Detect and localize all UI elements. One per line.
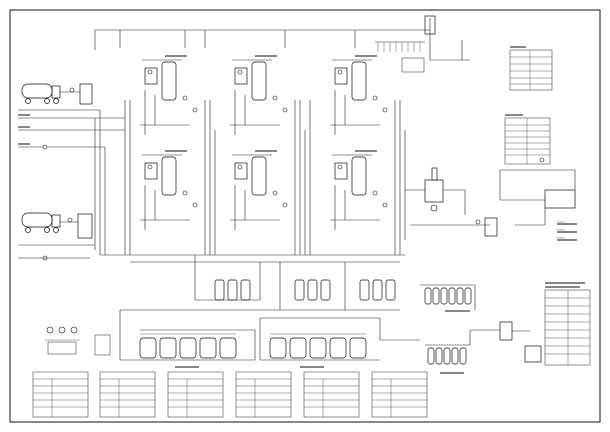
- reactor-unit-1: [140, 59, 198, 135]
- legend-table-1: [509, 49, 553, 91]
- heat-exchanger: [499, 157, 576, 226]
- status-readout: [557, 221, 565, 239]
- legend-table-3: [544, 289, 591, 366]
- reactor-unit-4: [140, 154, 198, 230]
- cylinder-rack-2: [425, 321, 542, 365]
- tanker-truck-1: [21, 83, 61, 104]
- condenser-bank: [214, 262, 396, 310]
- vertical-risers: [124, 100, 406, 255]
- ground-tank-group-2: [269, 333, 367, 359]
- reactor-unit-3: [330, 59, 388, 135]
- distributor-manifold: [375, 41, 425, 73]
- legend-table-2: [504, 117, 551, 165]
- label-placeholders: [18, 46, 585, 374]
- control-panel-symbols: [45, 326, 111, 356]
- reactor-unit-6: [330, 154, 388, 230]
- drawing-frame: [9, 9, 601, 423]
- tanker-truck-2: [21, 212, 61, 233]
- collection-header: [100, 254, 405, 301]
- lower-distribution-lines: [119, 309, 420, 361]
- reactor-unit-2: [230, 59, 288, 135]
- spec-tables-row: [32, 371, 428, 418]
- left-feed-header: [18, 109, 125, 261]
- top-header-lines: [94, 15, 470, 61]
- feed-pump-2: [60, 213, 93, 239]
- reactor-unit-5: [230, 154, 288, 230]
- feed-pump-1: [60, 83, 93, 105]
- separator-skid: [405, 167, 498, 237]
- cylinder-rack-1: [420, 284, 476, 310]
- ground-tank-group-1: [139, 333, 237, 359]
